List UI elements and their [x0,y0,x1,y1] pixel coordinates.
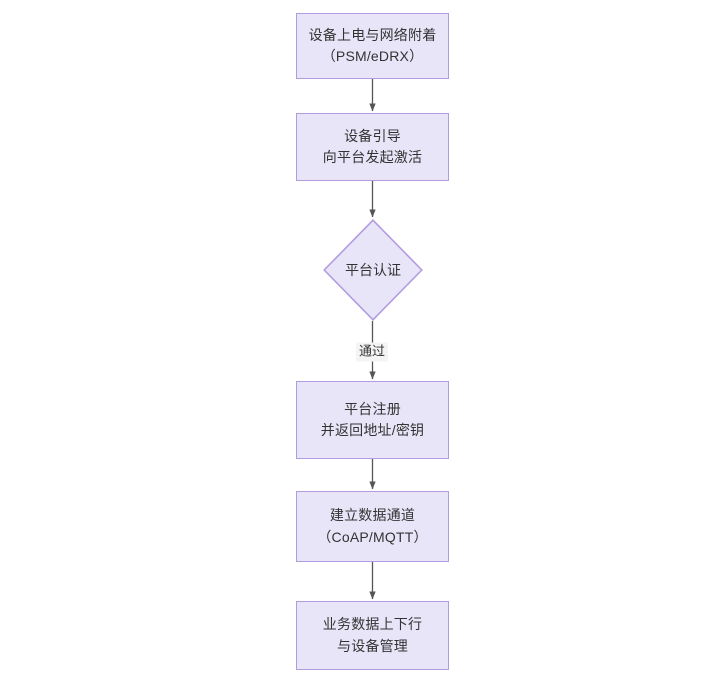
node-auth-decision[interactable]: 平台认证 [323,219,423,321]
node-data-channel[interactable]: 建立数据通道 （CoAP/MQTT） [296,491,449,562]
node-business-data-label: 业务数据上下行 与设备管理 [322,616,423,654]
node-data-channel-label: 建立数据通道 （CoAP/MQTT） [317,507,428,545]
node-register[interactable]: 平台注册 并返回地址/密钥 [296,381,449,459]
node-power-attach-label: 设备上电与网络附着 （PSM/eDRX） [308,26,437,64]
edge-label-pass: 通过 [355,342,389,362]
node-bootstrap-label: 设备引导 向平台发起激活 [322,127,423,165]
node-bootstrap[interactable]: 设备引导 向平台发起激活 [296,113,449,181]
node-power-attach[interactable]: 设备上电与网络附着 （PSM/eDRX） [296,13,449,79]
node-register-label: 平台注册 并返回地址/密钥 [320,400,425,438]
diamond-shape-icon [323,219,423,321]
node-business-data[interactable]: 业务数据上下行 与设备管理 [296,601,449,670]
node-auth-decision-label: 平台认证 [345,261,401,278]
